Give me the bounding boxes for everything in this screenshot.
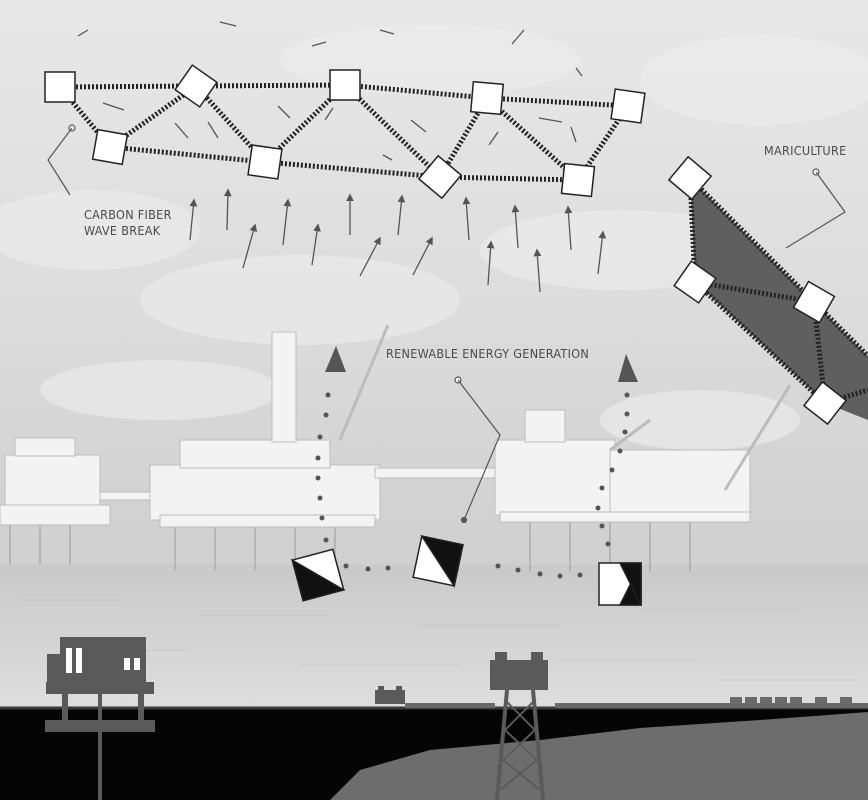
renewable-energy-label: RENEWABLE ENERGY GENERATION [386, 346, 590, 361]
platform-legs [9, 522, 691, 572]
subsea-tower [375, 652, 548, 800]
mariculture-label: MARICULTURE [764, 143, 847, 158]
wave-break-nodes [44, 64, 646, 200]
truss-node-7 [247, 144, 283, 180]
energy-flow-dots [315, 392, 630, 579]
truss-node-6 [91, 128, 129, 166]
platform-cranes [338, 324, 792, 491]
turbine-center [412, 534, 464, 588]
wave-break-label-line2: WAVE BREAK [84, 223, 161, 238]
mariculture-pen [667, 155, 868, 426]
turbine-right [598, 562, 642, 606]
mariculture-node-3 [792, 280, 836, 324]
wave-break-leader [47, 124, 76, 196]
wave-arrows [189, 188, 607, 293]
flow-ticks [77, 21, 583, 161]
wave-break-label-line1: CARBON FIBER [84, 207, 172, 222]
truss-node-1 [44, 71, 76, 103]
truss-node-3 [329, 69, 361, 101]
energy-arrow-right [618, 354, 638, 382]
energy-arrow-left [325, 346, 346, 372]
truss-node-2 [174, 64, 218, 108]
mariculture-leader [785, 168, 846, 249]
truss-node-4 [469, 80, 505, 116]
turbine-left [291, 548, 346, 602]
truss-node-9 [560, 162, 596, 198]
offshore-platforms [0, 331, 751, 528]
wave-break-label: CARBON FIBER WAVE BREAK [84, 207, 172, 239]
truss-node-8 [417, 154, 463, 200]
renewable-leader [454, 376, 501, 524]
mariculture-node-2 [673, 260, 717, 304]
mariculture-node-1 [667, 155, 713, 201]
truss-node-5 [610, 88, 646, 124]
turbine-units [291, 534, 642, 606]
clouds [0, 25, 868, 450]
subsea-station-left [45, 637, 155, 800]
seabed-rock [330, 712, 868, 800]
seafloor-pipeline [405, 697, 868, 708]
mariculture-node-4 [802, 380, 848, 426]
